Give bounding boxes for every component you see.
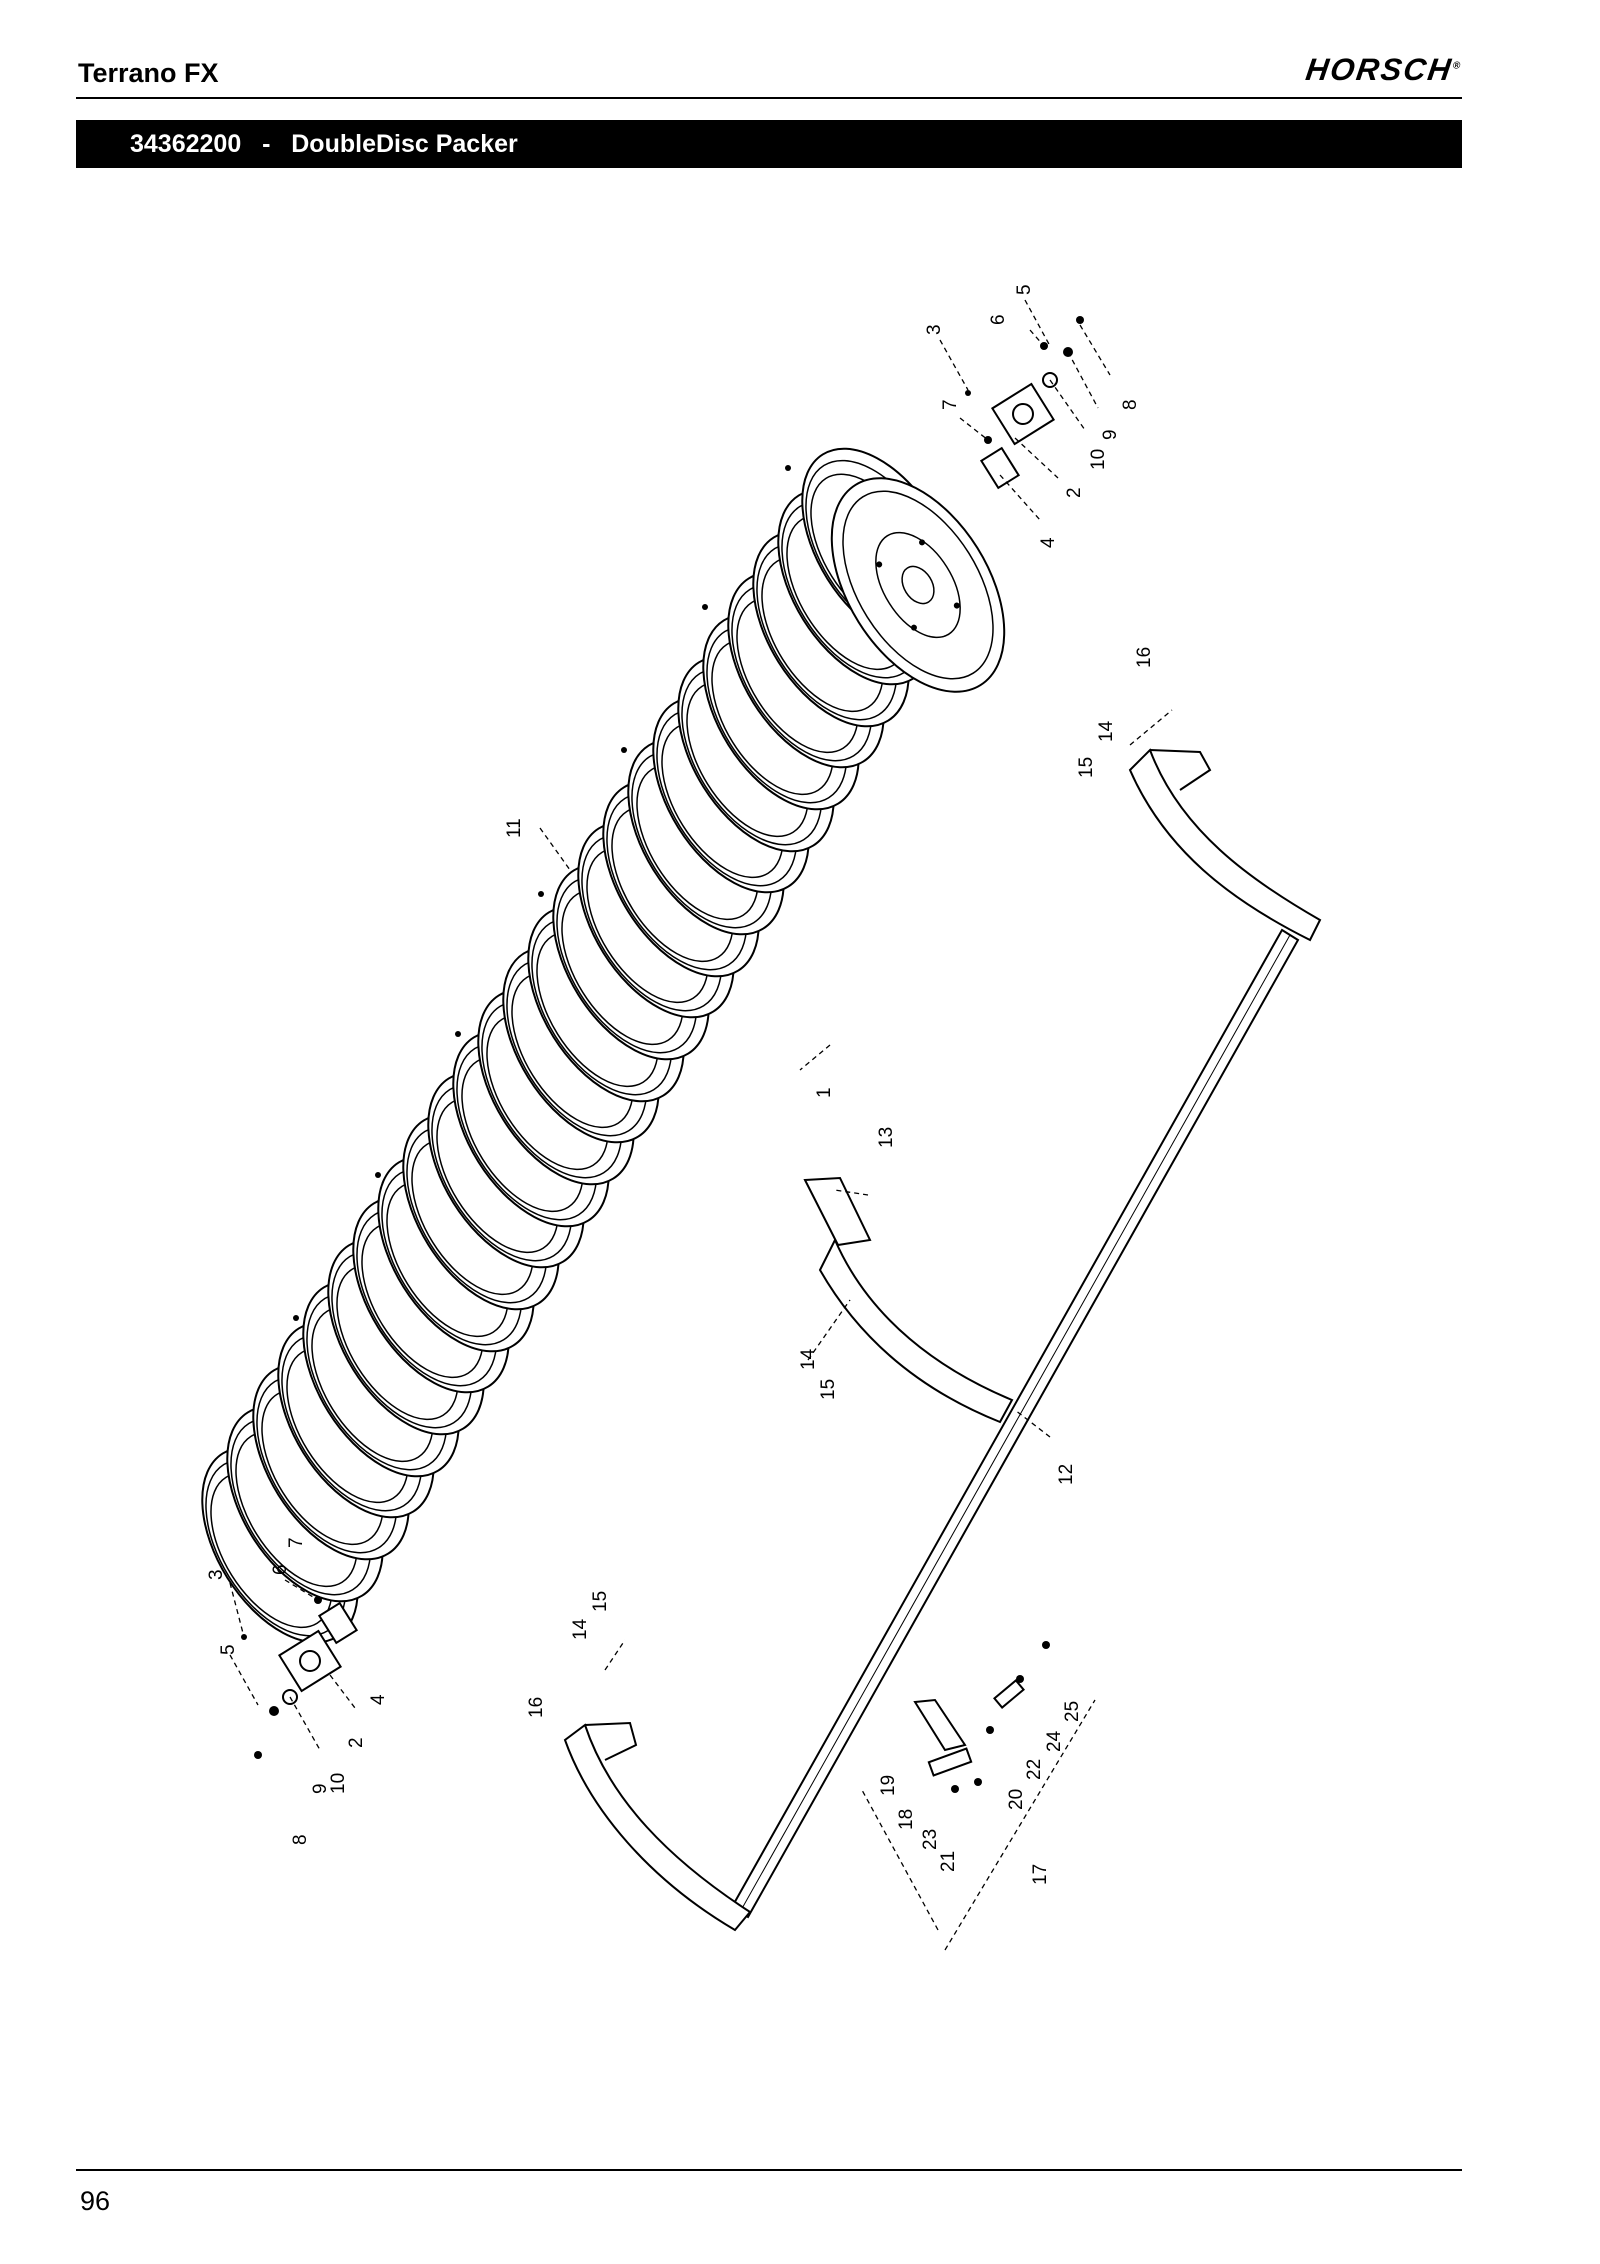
callout-20: 20 [1006, 1789, 1027, 1810]
callout-5-left: 5 [218, 1644, 239, 1655]
callout-5: 5 [1014, 284, 1035, 295]
callout-10: 10 [1088, 449, 1109, 470]
callout-8-left: 8 [290, 1834, 311, 1845]
callout-16-left: 16 [526, 1697, 547, 1718]
callout-9: 9 [1100, 429, 1121, 440]
callout-2: 2 [1064, 487, 1085, 498]
callout-3: 3 [924, 324, 945, 335]
page-number: 96 [80, 2186, 111, 2216]
callout-22: 22 [1024, 1759, 1045, 1780]
callout-13: 13 [876, 1127, 897, 1148]
callout-labels: 1 2 2 3 3 4 4 5 5 6 6 7 7 8 8 9 9 10 10 … [206, 284, 1155, 1885]
callout-25: 25 [1062, 1701, 1083, 1722]
scraper-arm-bottom [563, 1721, 752, 1932]
callout-7-left: 7 [286, 1537, 307, 1548]
callout-14: 14 [1096, 720, 1117, 742]
callout-16: 16 [1134, 647, 1155, 668]
scraper-arm-middle [803, 1176, 1014, 1424]
frame-bar [730, 928, 1300, 1919]
header-rule [76, 97, 1462, 99]
footer-rule [76, 2169, 1462, 2171]
callout-15-mid: 15 [818, 1379, 839, 1400]
loose-fasteners [293, 465, 791, 1321]
callout-15-left: 15 [590, 1591, 611, 1612]
callout-24: 24 [1044, 1730, 1065, 1752]
callout-4: 4 [1038, 537, 1059, 548]
callout-11: 11 [504, 818, 525, 838]
callout-6: 6 [988, 314, 1009, 325]
callout-21: 21 [938, 1851, 959, 1872]
exploded-parts-drawing: 1 2 2 3 3 4 4 5 5 6 6 7 7 8 8 9 9 10 10 … [169, 284, 1322, 1951]
callout-4-left: 4 [368, 1694, 389, 1705]
title-separator: - [262, 130, 271, 158]
part-number: 34362200 [130, 130, 242, 158]
bearing-assembly-right [965, 316, 1084, 490]
section-title-band: 34362200 - DoubleDisc Packer [76, 120, 1462, 168]
callout-12: 12 [1056, 1464, 1077, 1485]
callout-6-left: 6 [270, 1564, 291, 1575]
section-name: DoubleDisc Packer [291, 130, 518, 158]
callout-8: 8 [1120, 399, 1141, 410]
packer-roller [169, 420, 1006, 1671]
mounting-kit [913, 1641, 1050, 1793]
callout-10-left: 10 [328, 1773, 349, 1794]
callout-14-mid: 14 [798, 1348, 819, 1370]
callout-18: 18 [896, 1809, 917, 1830]
callout-23: 23 [920, 1829, 941, 1850]
document-title: Terrano FX [78, 58, 219, 88]
callout-9-left: 9 [310, 1783, 331, 1794]
callout-1: 1 [814, 1087, 835, 1098]
callout-14-left: 14 [570, 1618, 591, 1640]
callout-7: 7 [940, 399, 961, 410]
callout-2-left: 2 [346, 1737, 367, 1748]
bearing-assembly-left [241, 1596, 359, 1759]
scraper-arm-top [1128, 748, 1322, 942]
callout-17: 17 [1030, 1864, 1051, 1885]
leader-lines [229, 299, 1173, 1951]
callout-15: 15 [1076, 757, 1097, 778]
callout-19: 19 [878, 1775, 899, 1796]
callout-3-left: 3 [206, 1569, 227, 1580]
brand-logo: HORSCH® [1303, 52, 1464, 87]
